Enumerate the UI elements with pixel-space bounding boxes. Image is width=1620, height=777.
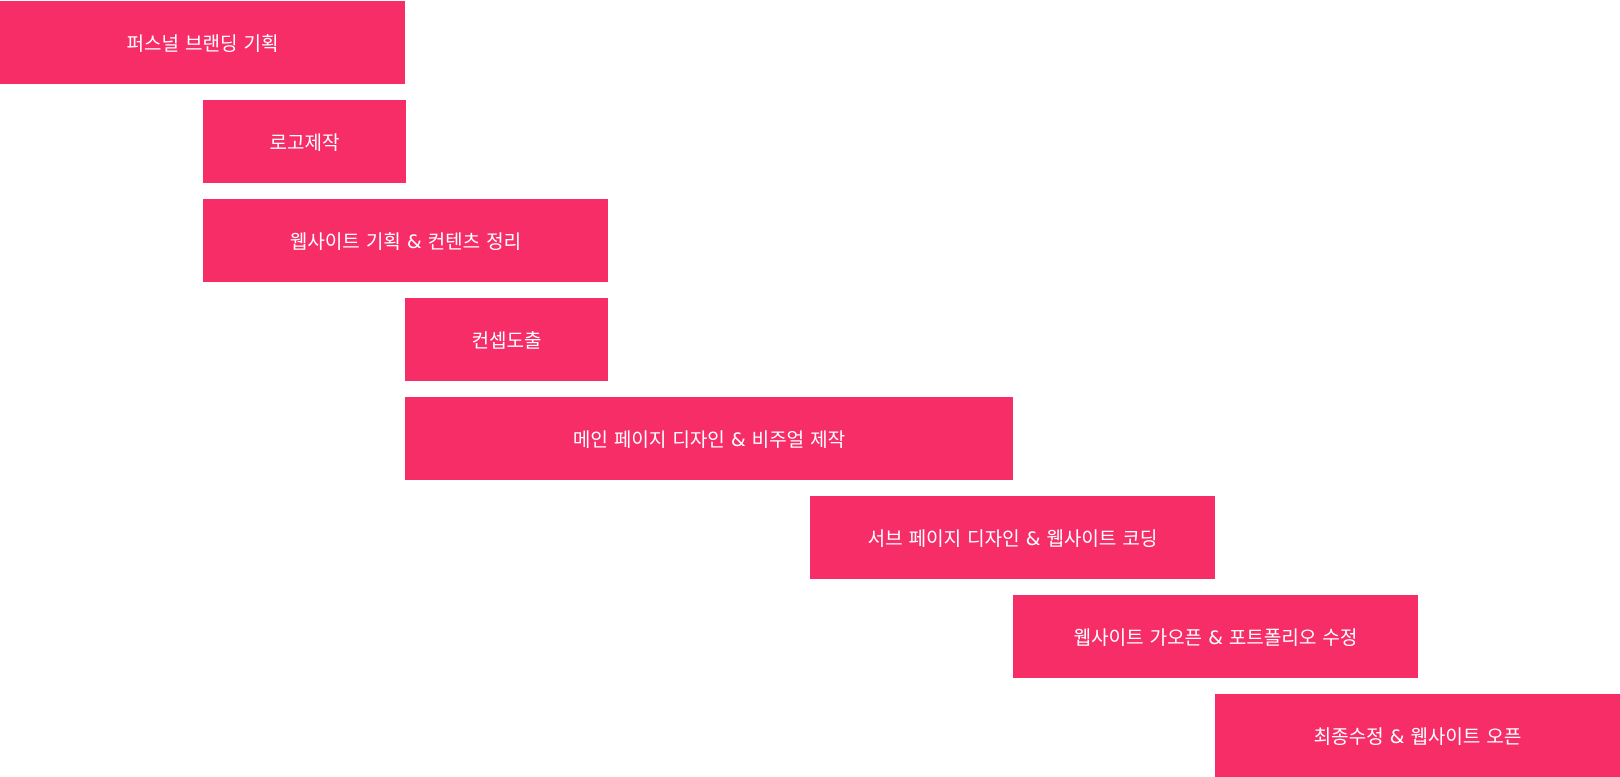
task-label: 메인 페이지 디자인 & 비주얼 제작 bbox=[572, 429, 846, 451]
task-bar: 웹사이트 기획 & 컨텐츠 정리 bbox=[203, 199, 608, 282]
task-bar: 최종수정 & 웹사이트 오픈 bbox=[1215, 694, 1620, 777]
task-label: 웹사이트 가오픈 & 포트폴리오 수정 bbox=[1073, 627, 1358, 649]
task-label: 로고제작 bbox=[269, 132, 340, 154]
task-bar: 컨셉도출 bbox=[405, 298, 608, 381]
task-label: 컨셉도출 bbox=[471, 330, 542, 352]
task-bar: 퍼스널 브랜딩 기획 bbox=[0, 1, 405, 84]
task-label: 최종수정 & 웹사이트 오픈 bbox=[1313, 726, 1522, 748]
task-label: 퍼스널 브랜딩 기획 bbox=[126, 33, 279, 55]
task-bar: 서브 페이지 디자인 & 웹사이트 코딩 bbox=[810, 496, 1215, 579]
task-label: 서브 페이지 디자인 & 웹사이트 코딩 bbox=[867, 528, 1158, 550]
task-label: 웹사이트 기획 & 컨텐츠 정리 bbox=[289, 231, 522, 253]
task-bar: 메인 페이지 디자인 & 비주얼 제작 bbox=[405, 397, 1013, 480]
task-bar: 로고제작 bbox=[203, 100, 406, 183]
task-bar: 웹사이트 가오픈 & 포트폴리오 수정 bbox=[1013, 595, 1418, 678]
